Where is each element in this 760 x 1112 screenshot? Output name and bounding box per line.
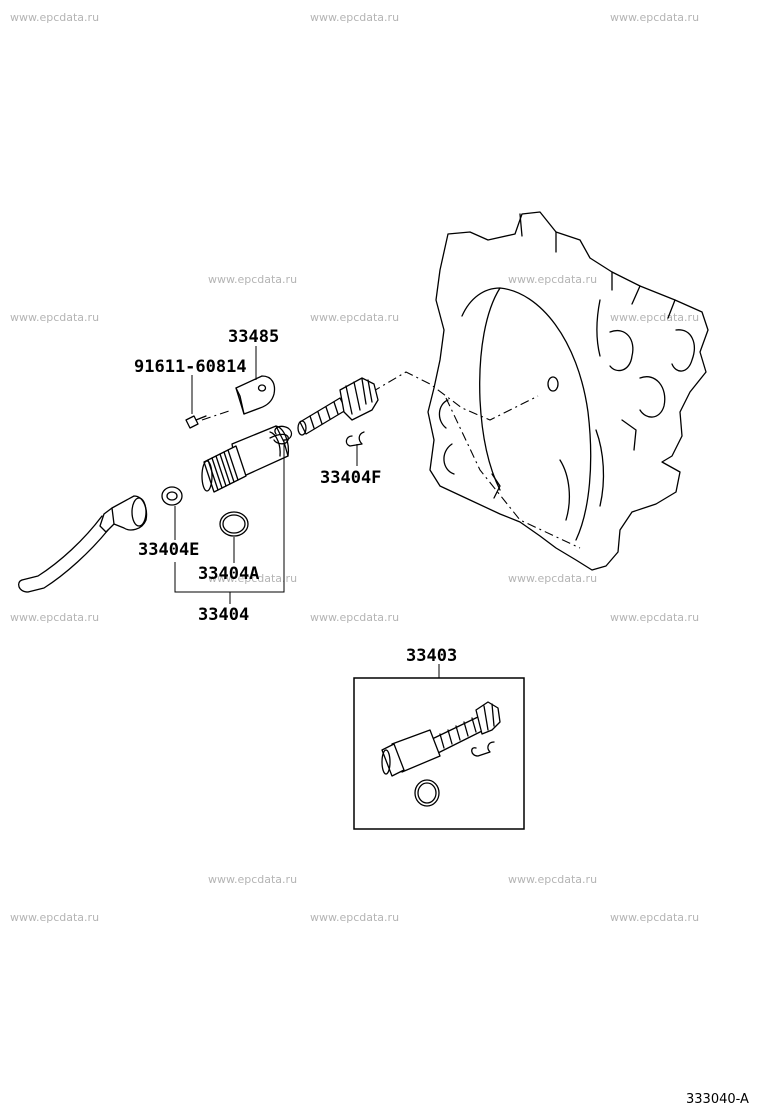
part-label-33403: 33403: [406, 646, 457, 666]
part-label-91611-60814: 91611-60814: [134, 357, 247, 377]
assembly-lines: [201, 371, 581, 549]
watermark: www.epcdata.ru: [310, 911, 399, 924]
lock-plate-drawing: [235, 375, 276, 415]
watermark: www.epcdata.ru: [208, 572, 297, 585]
watermark: www.epcdata.ru: [610, 11, 699, 24]
clip-33404f-drawing: [345, 431, 365, 447]
transmission-housing-drawing: [427, 211, 709, 571]
driven-gear-drawing: [297, 377, 379, 436]
watermark: www.epcdata.ru: [10, 311, 99, 324]
part-label-33404a: 33404A: [198, 564, 259, 584]
part-label-33404f: 33404F: [320, 468, 381, 488]
watermark: www.epcdata.ru: [208, 273, 297, 286]
bolt-drawing: [185, 415, 207, 429]
watermarks: www.epcdata.ru www.epcdata.ru www.epcdat…: [10, 11, 699, 924]
part-label-33485: 33485: [228, 327, 279, 347]
watermark: www.epcdata.ru: [610, 611, 699, 624]
watermark: www.epcdata.ru: [10, 611, 99, 624]
watermark: www.epcdata.ru: [508, 572, 597, 585]
watermark: www.epcdata.ru: [10, 11, 99, 24]
sleeve-clip-drawing: [274, 425, 293, 441]
watermark: www.epcdata.ru: [10, 911, 99, 924]
watermark: www.epcdata.ru: [610, 311, 699, 324]
watermark: www.epcdata.ru: [508, 873, 597, 886]
watermark: www.epcdata.ru: [310, 311, 399, 324]
oil-seal-drawing: [161, 486, 183, 506]
watermark: www.epcdata.ru: [508, 273, 597, 286]
part-label-33404e: 33404E: [138, 540, 199, 560]
kit-box: [353, 677, 525, 830]
watermark: www.epcdata.ru: [610, 911, 699, 924]
leader-lines: [174, 346, 440, 678]
o-ring-drawing: [219, 511, 249, 537]
part-label-33404: 33404: [198, 605, 249, 625]
watermark: www.epcdata.ru: [310, 11, 399, 24]
sleeve-drawing: [201, 425, 290, 493]
cable-drawing: [17, 495, 148, 593]
watermark: www.epcdata.ru: [208, 873, 297, 886]
diagram-code: 333040-A: [686, 1092, 749, 1107]
watermark: www.epcdata.ru: [310, 611, 399, 624]
